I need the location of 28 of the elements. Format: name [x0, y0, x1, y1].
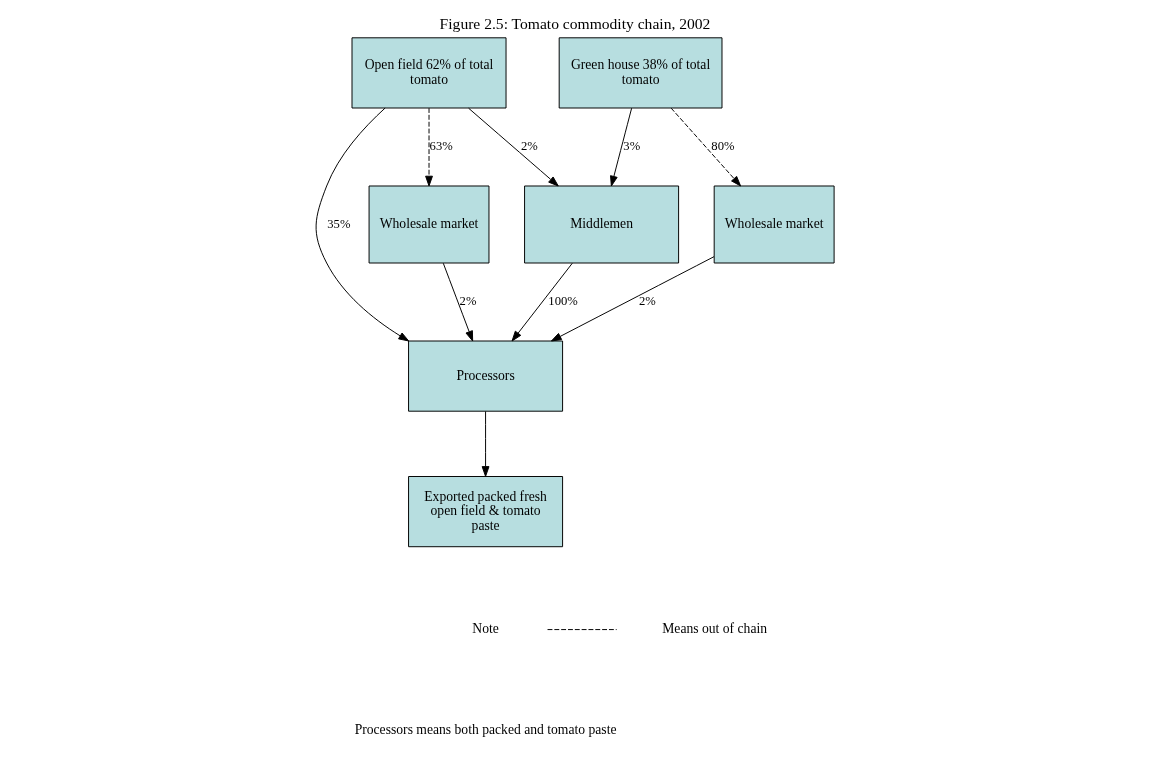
arrow: [442, 262, 473, 342]
edge-label: 63%: [429, 139, 453, 154]
arrow: [511, 262, 573, 342]
node-box: Green house 38% of total tomato: [558, 37, 722, 109]
label: Note: [471, 621, 499, 637]
node-box: Wholesale market: [368, 185, 489, 264]
arrow: [670, 107, 741, 187]
edge-label: 2%: [520, 139, 538, 154]
arrow: [550, 256, 714, 342]
arrow: [467, 107, 559, 187]
node-box: Open field 62% of total tomato: [351, 37, 507, 109]
edge-label: 100%: [547, 294, 578, 309]
edge-label: 80%: [710, 139, 735, 154]
arrow: [609, 107, 632, 187]
edge-label: 2%: [638, 294, 656, 309]
edge-label: 35%: [326, 216, 350, 231]
node-box: Processors: [407, 340, 563, 412]
node-box: Exported packed fresh open field & tomato paste: [407, 476, 563, 548]
legend-label: Means out of chain: [661, 621, 767, 637]
arrow: [424, 107, 433, 187]
arrow: [315, 107, 409, 342]
edge-label: 3%: [622, 139, 640, 154]
arrow: [481, 411, 489, 477]
label: Processors means both packed and tomato paste: [354, 721, 616, 737]
node-box: Middlemen: [523, 185, 679, 264]
node-box: Wholesale market: [713, 185, 835, 264]
diagram-title: Figure 2.5: Tomato commodity chain, 2002: [439, 14, 710, 32]
edge-label: 2%: [459, 294, 476, 309]
